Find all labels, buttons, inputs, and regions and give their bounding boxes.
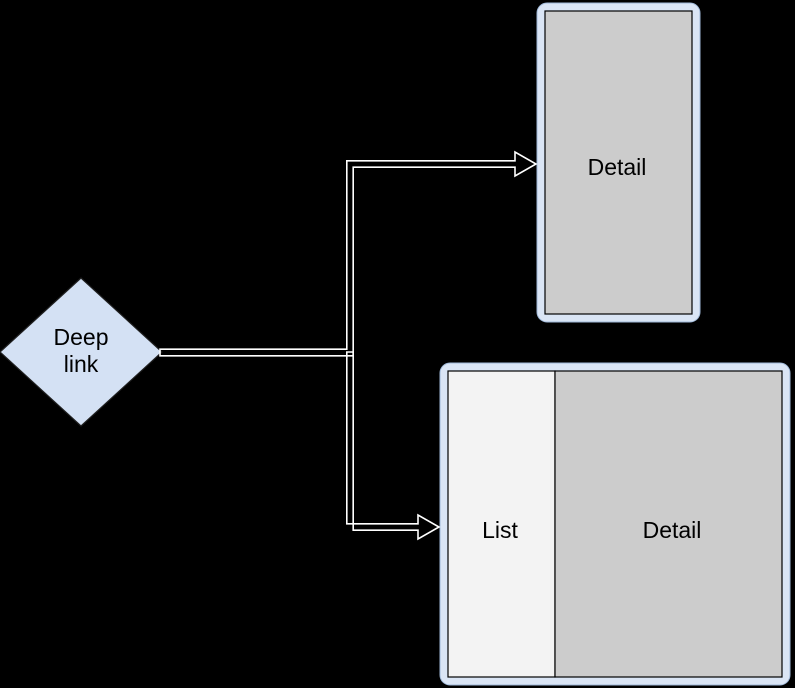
detail-top-screen xyxy=(544,10,693,315)
node-list-detail-bottom[interactable] xyxy=(439,362,791,686)
node-deep-link[interactable] xyxy=(0,277,163,427)
edge-deeplink-to-detail-top-outline xyxy=(159,150,538,357)
deep-link-diamond xyxy=(0,277,163,427)
list-pane xyxy=(447,370,556,678)
detail-pane xyxy=(554,370,783,678)
edge-deeplink-to-list-detail-outline xyxy=(346,351,441,541)
node-detail-top[interactable] xyxy=(536,2,701,323)
edge-deeplink-to-detail-top[interactable] xyxy=(159,150,538,357)
edge-deeplink-to-list-detail[interactable] xyxy=(346,351,441,541)
